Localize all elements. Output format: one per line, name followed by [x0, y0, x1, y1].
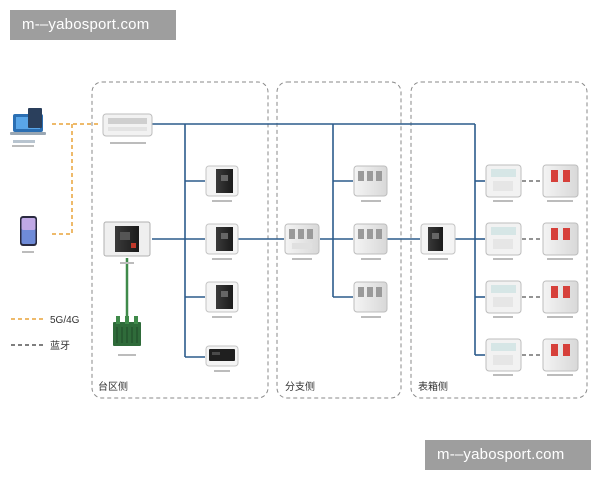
interaction-terminal-icon — [10, 108, 46, 143]
mobile-phone-icon — [20, 216, 37, 246]
main-breaker-device — [103, 221, 151, 257]
meter-box-breaker-device — [420, 223, 456, 255]
zone-box-taiqu — [91, 81, 269, 399]
sub-branch-breaker-2 — [353, 223, 388, 255]
zone-box-fenzhi — [276, 81, 402, 399]
legend-bluetooth-label: 蓝牙 — [50, 340, 70, 352]
watermark-bottom: m-–yabosport.com — [425, 440, 591, 470]
smart-meter-3 — [485, 280, 522, 314]
legend: 5G/4G 蓝牙 — [11, 315, 80, 352]
bluetooth-links — [522, 180, 542, 356]
transformer-device — [113, 316, 141, 346]
sub-branch-breaker-1 — [353, 165, 388, 197]
smart-terminal-device — [205, 345, 239, 367]
zone-label-biaoxiang: 表箱侧 — [418, 380, 448, 393]
mccb-device-3 — [205, 281, 239, 313]
sub-branch-breaker-3 — [353, 281, 388, 313]
smart-meter-4 — [485, 338, 522, 372]
watermark-top: m-–yabosport.com — [10, 10, 176, 40]
device-caption-marks — [12, 142, 573, 376]
smart-meter-1 — [485, 164, 522, 198]
bus-lines — [152, 123, 485, 358]
branch-breaker-device — [284, 223, 320, 255]
wireless-links — [52, 123, 100, 235]
zone-label-taiqu: 台区侧 — [98, 380, 128, 393]
end-breaker-4 — [542, 338, 579, 372]
distribution-monitor-device — [102, 113, 153, 137]
smart-meter-2 — [485, 222, 522, 256]
mccb-device-1 — [205, 165, 239, 197]
zone-box-biaoxiang — [410, 81, 588, 399]
legend-5g-label: 5G/4G — [50, 315, 80, 326]
end-breaker-1 — [542, 164, 579, 198]
mccb-device-2 — [205, 223, 239, 255]
zone-label-fenzhi: 分支侧 — [285, 380, 315, 393]
end-breaker-2 — [542, 222, 579, 256]
end-breaker-3 — [542, 280, 579, 314]
